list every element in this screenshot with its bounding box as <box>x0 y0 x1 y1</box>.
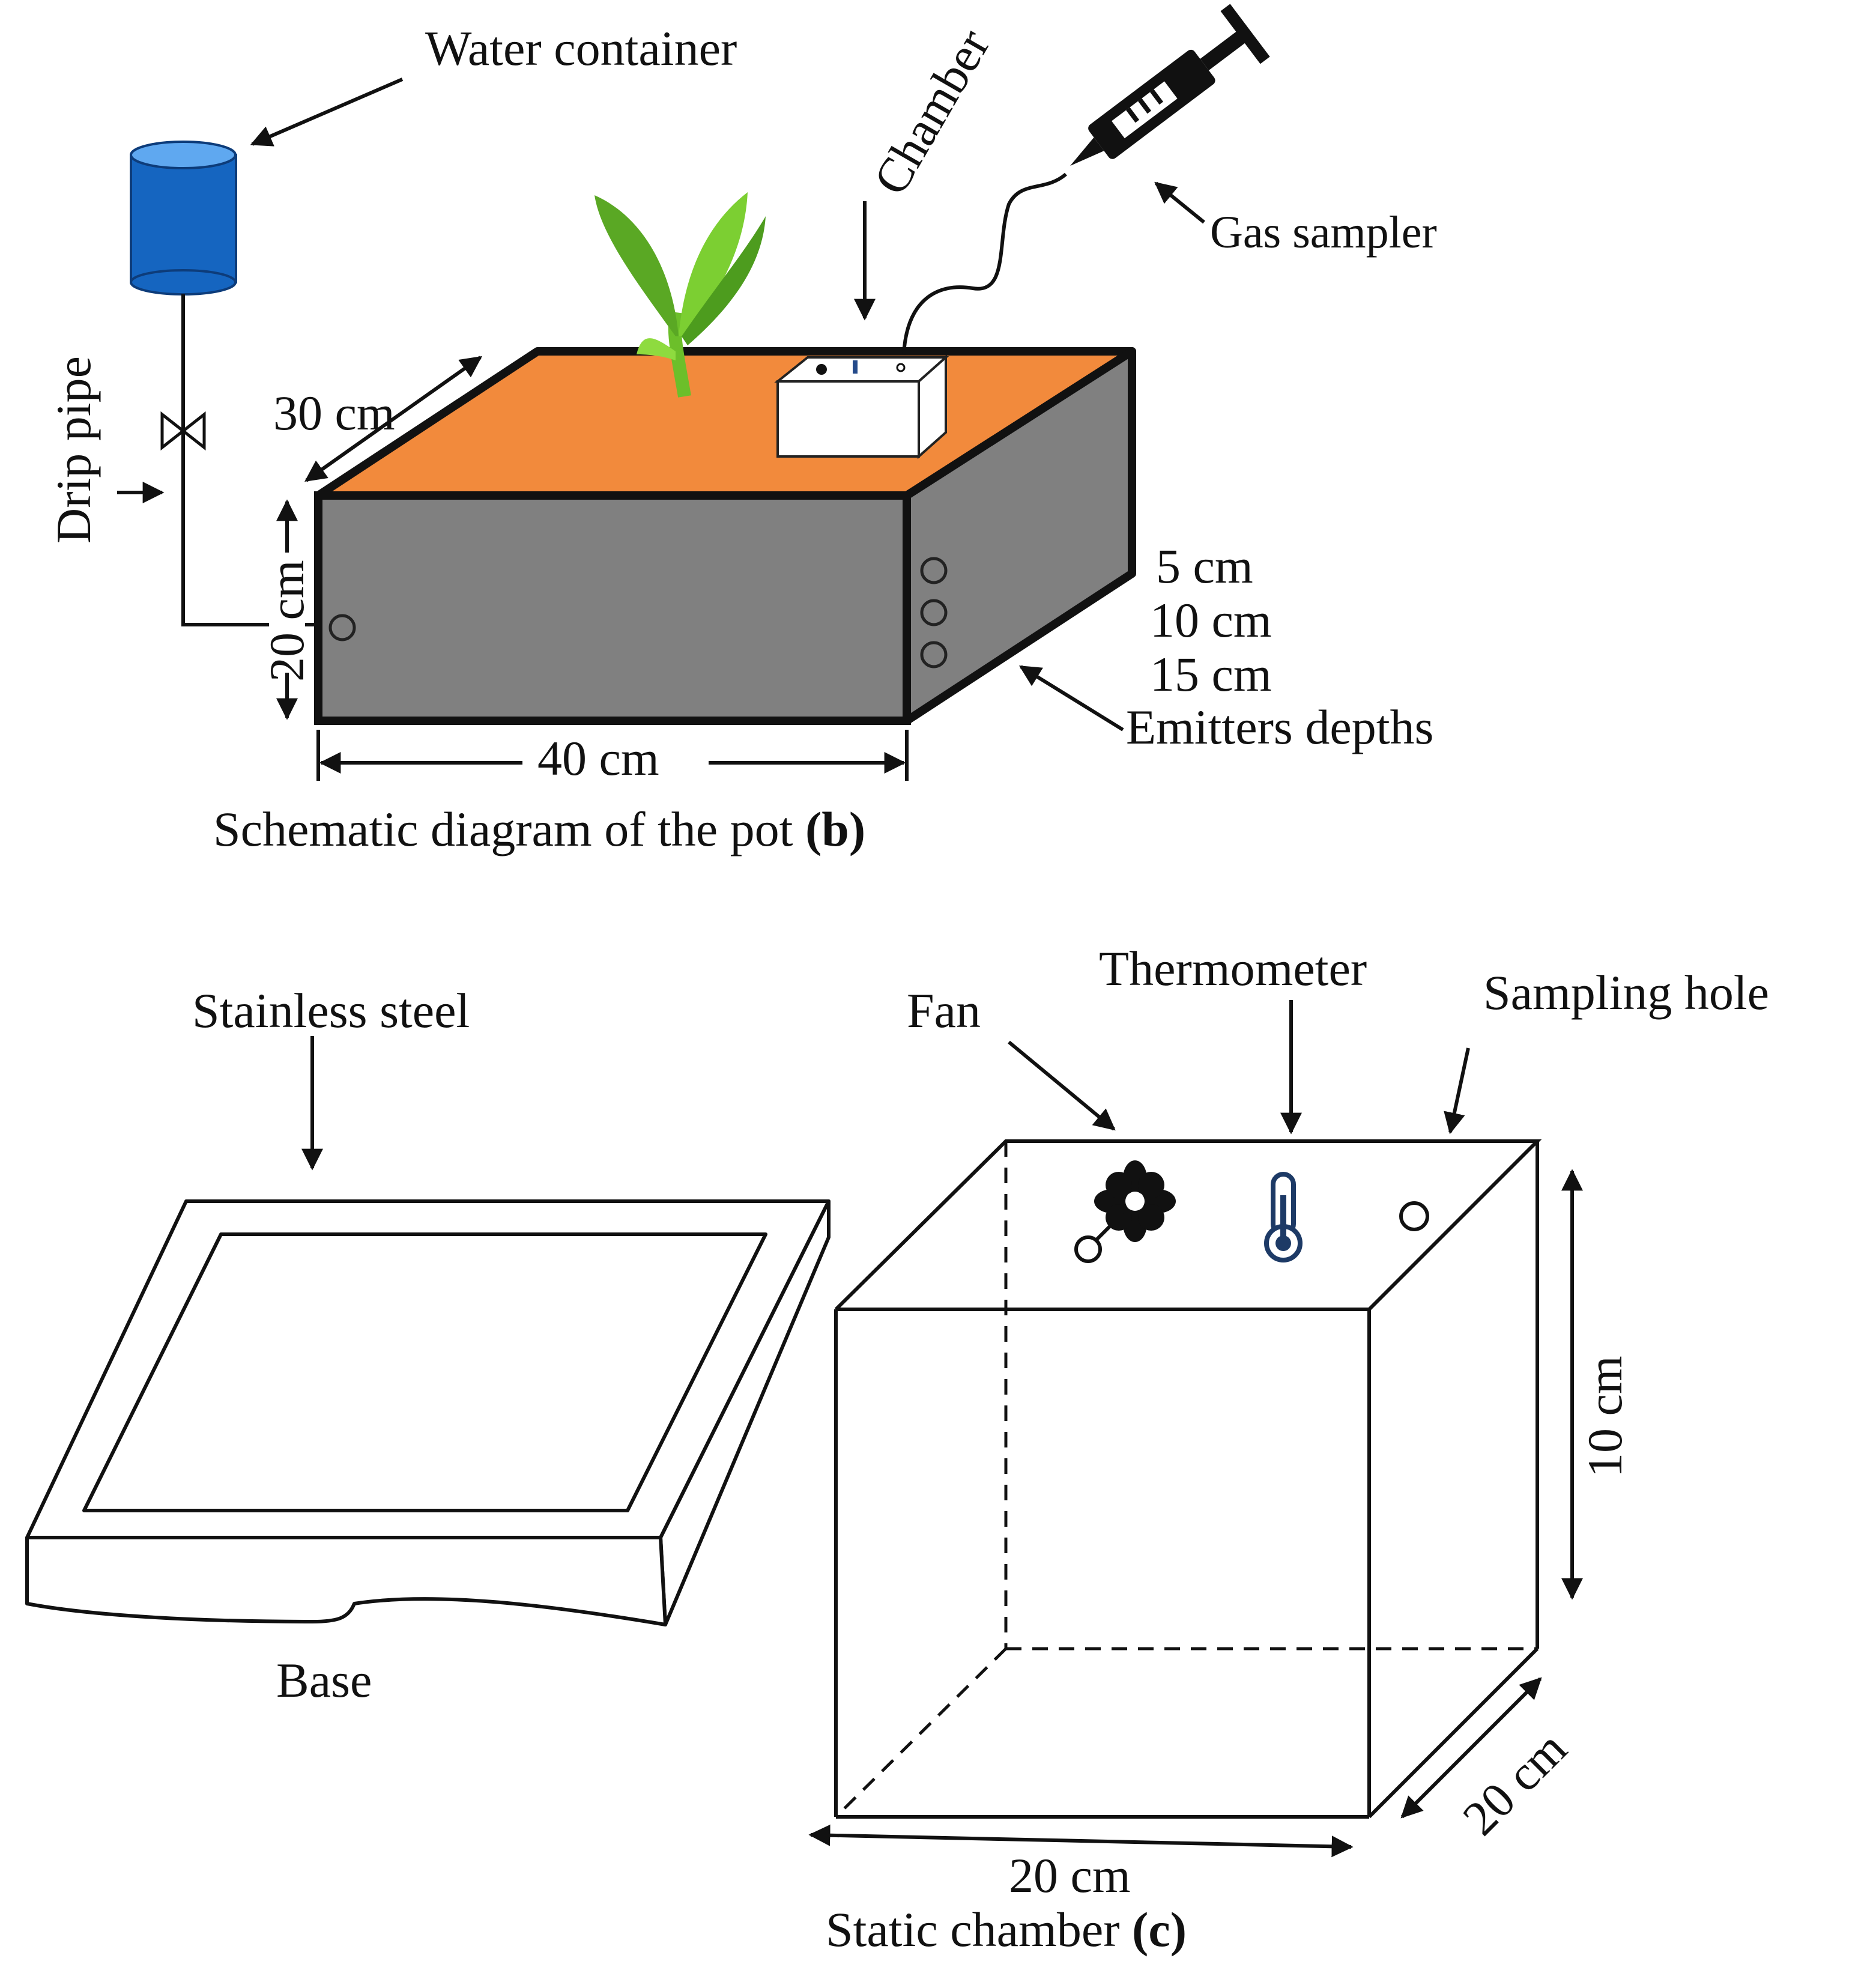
width-dimension-arrow <box>304 356 482 482</box>
chamber-height-label: 10 cm <box>1578 1356 1632 1478</box>
fan-label: Fan <box>907 983 981 1038</box>
sampling-hole-label: Sampling hole <box>1483 965 1769 1020</box>
gas-sampler-label: Gas sampler <box>1210 207 1437 258</box>
depth-15-label: 15 cm <box>1150 647 1272 702</box>
fan-arrow <box>1008 1040 1116 1131</box>
pot-length-label: 40 cm <box>537 731 659 786</box>
emitter-hole-15cm <box>920 641 948 668</box>
syringe-icon <box>1070 4 1270 166</box>
fan-icon <box>1074 1160 1176 1263</box>
thermometer-label: Thermometer <box>1099 941 1367 996</box>
static-chamber-cube <box>834 1139 1542 1819</box>
sampling-hole <box>1399 1201 1429 1231</box>
inlet-hole <box>328 614 356 641</box>
water-container-arrow <box>250 77 404 147</box>
panel-c-caption: Static chamber (c) <box>826 1902 1187 1957</box>
emitters-label: Emitters depths <box>1126 700 1433 754</box>
pot-height-label: 20 cm <box>259 560 314 682</box>
emitter-hole-10cm <box>920 599 948 626</box>
thermometer-icon <box>1264 1172 1303 1262</box>
water-container-icon <box>130 141 237 296</box>
plant-icon <box>595 192 766 398</box>
chamber-label: Chamber <box>863 20 1000 204</box>
sampler-tube <box>902 172 1067 355</box>
emitters-arrow <box>1018 665 1124 732</box>
chamber-width-label: 20 cm <box>1009 1848 1131 1903</box>
pot-box <box>314 347 1136 725</box>
panel-b-caption: Schematic diagram of the pot (b) <box>213 802 865 856</box>
chamber-width-arrow <box>808 1824 1354 1858</box>
chamber-depth-label: 20 cm <box>1452 1721 1577 1846</box>
pot-width-label: 30 cm <box>273 386 395 440</box>
depth-10-label: 10 cm <box>1150 593 1272 647</box>
gas-sampler-arrow <box>1154 181 1205 224</box>
pot-front-face <box>314 491 911 725</box>
depth-5-label: 5 cm <box>1156 539 1253 593</box>
emitter-hole-5cm <box>920 557 948 584</box>
drip-pipe-label: Drip pipe <box>46 356 101 544</box>
chamber-depth-arrow <box>1400 1677 1542 1819</box>
sampling-hole-arrow <box>1444 1047 1470 1135</box>
base-tray <box>25 1199 831 1626</box>
base-label: Base <box>276 1653 372 1708</box>
water-container-label: Water container <box>425 21 737 76</box>
chamber-on-pot <box>774 354 949 459</box>
valve-icon <box>160 411 206 451</box>
stainless-steel-label: Stainless steel <box>192 983 470 1038</box>
